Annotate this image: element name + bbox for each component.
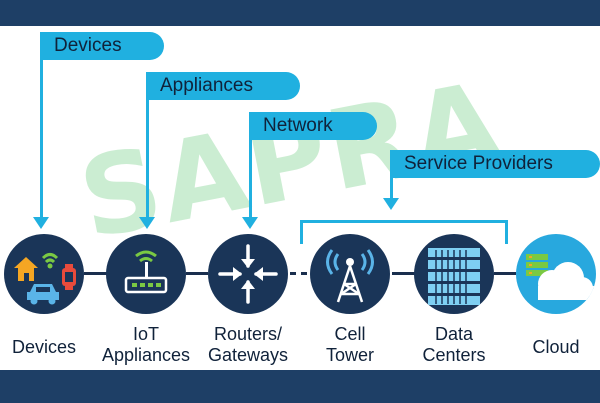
category-devices: Devices	[40, 32, 164, 60]
node-data-centers	[414, 234, 494, 314]
node-cell-tower	[310, 234, 390, 314]
node-label-line: Tower	[325, 345, 374, 365]
node-label-data-centers: Data Centers	[399, 324, 509, 366]
node-label-routers-gateways: Routers/ Gateways	[193, 324, 303, 366]
connector-routers-cell-b	[301, 272, 307, 275]
server-rack-icon	[428, 248, 480, 305]
category-network: Network	[249, 112, 377, 140]
bracket-left-leg	[300, 220, 303, 244]
iot-router-icon	[124, 250, 168, 294]
network-pointer-line	[249, 112, 252, 220]
node-iot-appliances	[106, 234, 186, 314]
appliances-arrow-icon	[139, 217, 155, 229]
connector-routers-cell-a	[290, 272, 296, 275]
node-label-cloud: Cloud	[501, 337, 600, 358]
node-label-cell-tower: Cell Tower	[295, 324, 405, 366]
service-providers-bracket	[300, 220, 508, 223]
connector-iot-routers	[186, 272, 208, 275]
routing-arrows-icon	[218, 244, 278, 304]
bracket-right-leg	[505, 220, 508, 244]
connector-cell-datacenter	[392, 272, 416, 275]
category-service-providers: Service Providers	[390, 150, 600, 178]
node-cloud	[516, 234, 596, 314]
node-label-line: Devices	[11, 337, 77, 357]
connector-devices-iot	[84, 272, 108, 275]
appliances-pointer-line	[146, 72, 149, 220]
devices-arrow-icon	[33, 217, 49, 229]
node-label-line: Cloud	[532, 337, 580, 357]
node-label-iot-appliances: IoT Appliances	[91, 324, 201, 366]
node-label-line: Appliances	[101, 345, 191, 365]
node-label-line: Cell	[334, 324, 366, 344]
node-devices	[4, 234, 84, 314]
devices-pointer-line	[40, 32, 43, 220]
node-label-devices: Devices	[0, 337, 99, 358]
cloud-icon	[526, 254, 594, 300]
cell-tower-icon	[326, 249, 374, 303]
node-label-line: IoT	[132, 324, 159, 344]
diagram-panel: SAPRA Devices Appliances Network Service…	[0, 26, 600, 370]
service-providers-arrow-icon	[383, 198, 399, 210]
smart-home-devices-icon	[14, 253, 76, 305]
connector-datacenter-cloud	[494, 272, 516, 275]
node-routers-gateways	[208, 234, 288, 314]
service-providers-pointer-line	[390, 150, 393, 200]
category-appliances: Appliances	[146, 72, 300, 100]
node-label-line: Data	[434, 324, 474, 344]
network-arrow-icon	[242, 217, 258, 229]
node-label-line: Centers	[422, 345, 486, 365]
node-label-line: Gateways	[207, 345, 289, 365]
node-label-line: Routers/	[213, 324, 283, 344]
